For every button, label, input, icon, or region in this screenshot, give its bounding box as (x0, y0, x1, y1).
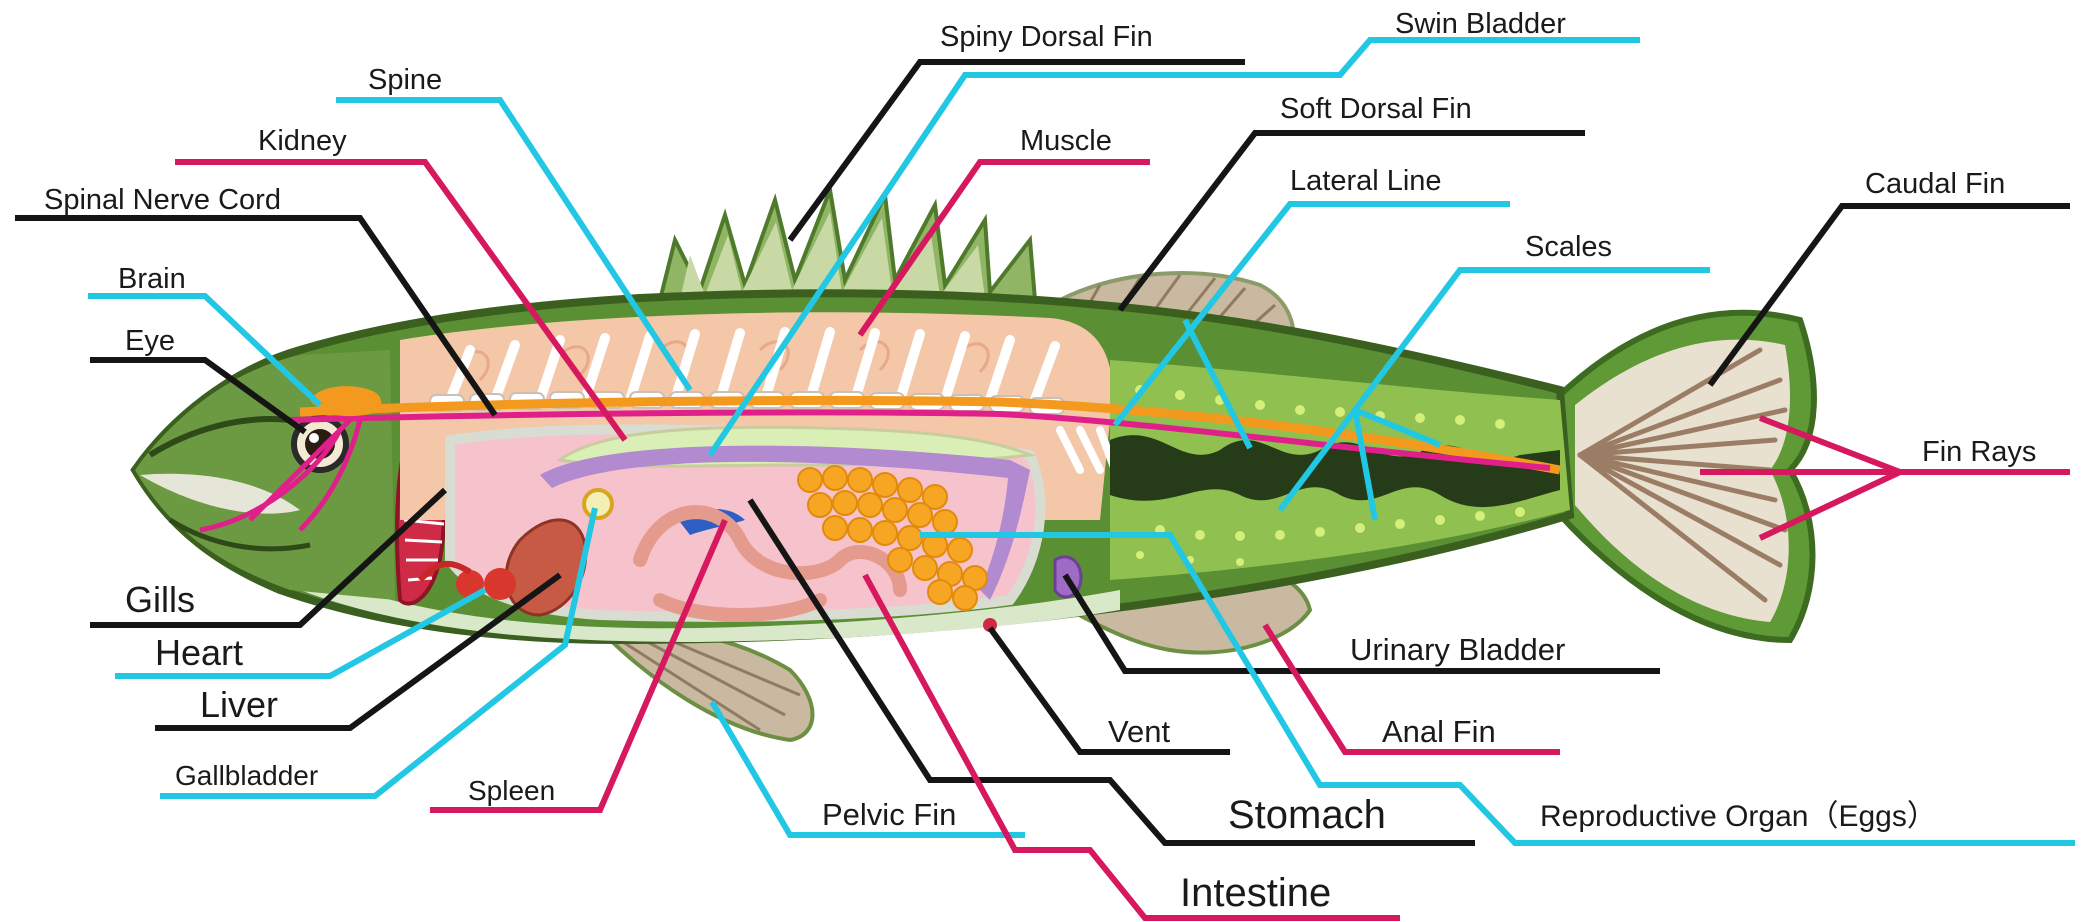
label-spleen: Spleen (468, 775, 555, 806)
leader-spiny-dorsal-fin (790, 62, 1245, 240)
label-eye: Eye (125, 325, 175, 357)
label-brain: Brain (118, 263, 186, 295)
label-gallbladder: Gallbladder (175, 760, 318, 791)
label-pelvic-fin: Pelvic Fin (822, 797, 956, 832)
label-spine: Spine (368, 64, 442, 96)
label-kidney: Kidney (258, 125, 347, 157)
label-liver: Liver (200, 684, 278, 725)
label-soft-dorsal-fin: Soft Dorsal Fin (1280, 93, 1472, 125)
label-anal-fin: Anal Fin (1382, 714, 1496, 749)
label-reproductive-organ: Reproductive Organ（Eggs） (1540, 800, 1937, 833)
label-caudal-fin: Caudal Fin (1865, 168, 2005, 200)
label-vent: Vent (1108, 714, 1170, 749)
label-scales: Scales (1525, 231, 1612, 263)
caudal-fin (1560, 313, 1814, 640)
label-gills: Gills (125, 579, 195, 620)
label-spinal-nerve-cord: Spinal Nerve Cord (44, 184, 281, 216)
label-lateral-line: Lateral Line (1290, 165, 1442, 197)
label-urinary-bladder: Urinary Bladder (1350, 632, 1565, 667)
label-spiny-dorsal-fin: Spiny Dorsal Fin (940, 21, 1153, 53)
label-muscle: Muscle (1020, 125, 1112, 157)
label-swim-bladder: Swin Bladder (1395, 8, 1566, 40)
label-stomach: Stomach (1228, 793, 1386, 837)
label-fin-rays: Fin Rays (1922, 436, 2036, 468)
gallbladder-illustration (584, 490, 612, 518)
pelvic-fin (600, 629, 813, 740)
label-heart: Heart (155, 632, 243, 673)
label-intestine: Intestine (1180, 871, 1331, 915)
